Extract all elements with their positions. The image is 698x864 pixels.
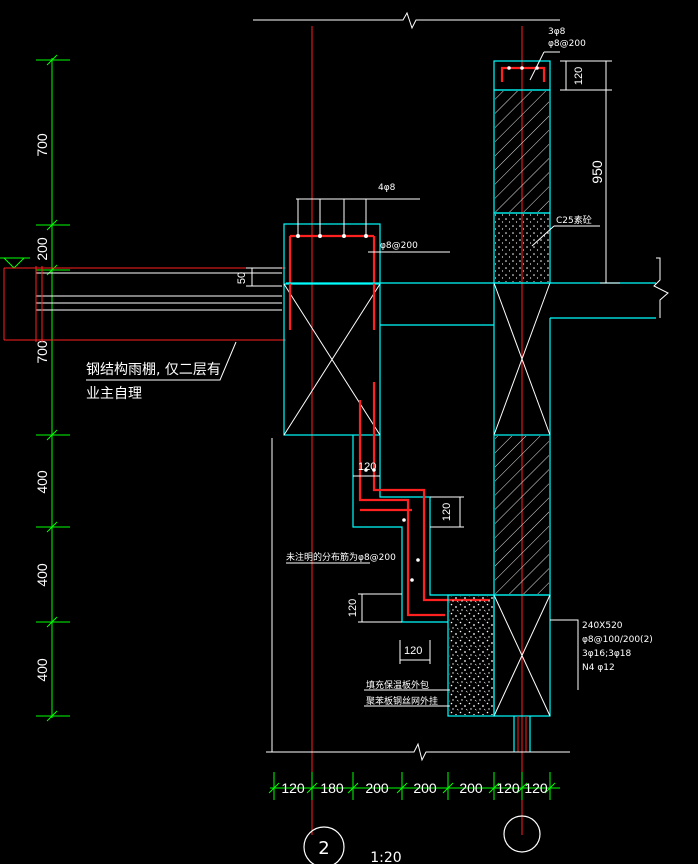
bottom-dim-text: 120 <box>524 780 548 796</box>
bottom-dim-text: 120 <box>496 780 520 796</box>
svg-text:50: 50 <box>236 272 248 284</box>
svg-text:120: 120 <box>441 503 453 521</box>
bottom-dim-text: 120 <box>281 780 305 796</box>
left-dim-text: 200 <box>34 237 50 261</box>
left-dim-text: 700 <box>34 133 50 157</box>
bottom-dim-text: 200 <box>413 780 437 796</box>
svg-text:240X520: 240X520 <box>582 621 623 631</box>
svg-text:120: 120 <box>347 599 359 617</box>
canopy-note: 钢结构雨棚, 仅二层有 业主自理 <box>86 341 237 402</box>
svg-text:聚苯板钢丝网外挂: 聚苯板钢丝网外挂 <box>366 695 438 707</box>
left-dim-text: 400 <box>34 563 50 587</box>
svg-text:业主自理: 业主自理 <box>86 386 142 402</box>
svg-text:120: 120 <box>358 461 376 473</box>
svg-text:φ8@100/200(2): φ8@100/200(2) <box>582 635 653 645</box>
svg-text:φ8@200: φ8@200 <box>380 241 418 251</box>
bottom-dim-text: 200 <box>365 780 389 796</box>
level-marker <box>0 257 30 269</box>
steel-canopy <box>3 266 286 342</box>
svg-text:120: 120 <box>573 67 585 85</box>
bottom-dim-text: 200 <box>459 780 483 796</box>
svg-text:3φ16;3φ18: 3φ16;3φ18 <box>582 649 632 659</box>
svg-text:C25素砼: C25素砼 <box>556 214 592 226</box>
scale-label: 1:20 <box>370 850 401 864</box>
top-right-dims: 120 950 <box>560 60 620 284</box>
floor-slab <box>286 257 669 326</box>
svg-text:950: 950 <box>589 160 605 184</box>
svg-text:4φ8: 4φ8 <box>378 183 396 193</box>
stepped-slab: 120 120 120 120 未注明的分布筋为φ8@200 <box>286 382 494 664</box>
svg-text:3φ8: 3φ8 <box>548 27 566 37</box>
insulation-note: 填充保温板外包 聚苯板钢丝网外挂 <box>364 679 450 707</box>
bottom-dim-text: 180 <box>320 780 344 796</box>
left-dim-text: 400 <box>34 470 50 494</box>
left-dim-text: 700 <box>34 340 50 364</box>
beam-note: 240X520 φ8@100/200(2) 3φ16;3φ18 N4 φ12 <box>550 619 653 690</box>
bottom-dimension-chain: 120 180 200 200 200 120 120 <box>268 772 560 800</box>
dim-50: 50 <box>236 267 282 287</box>
axis-bubble-right <box>503 815 541 853</box>
svg-text:填充保温板外包: 填充保温板外包 <box>366 679 429 691</box>
svg-text:N4 φ12: N4 φ12 <box>582 663 615 673</box>
left-beam: 4φ8 φ8@200 <box>271 183 450 752</box>
right-wall: 3φ8 φ8@200 C25素砼 <box>447 27 600 752</box>
svg-text:120: 120 <box>404 645 422 657</box>
axis-bubble-2: 2 <box>303 826 345 864</box>
bottom-break-line <box>266 742 570 762</box>
svg-text:φ8@200: φ8@200 <box>548 39 586 49</box>
svg-text:钢结构雨棚, 仅二层有: 钢结构雨棚, 仅二层有 <box>86 362 221 378</box>
svg-text:2: 2 <box>318 838 329 859</box>
top-break-line <box>253 11 560 30</box>
left-dim-text: 400 <box>34 658 50 682</box>
left-dimension-chain: 700 200 700 400 400 400 <box>34 54 70 722</box>
svg-text:未注明的分布筋为φ8@200: 未注明的分布筋为φ8@200 <box>286 551 396 563</box>
